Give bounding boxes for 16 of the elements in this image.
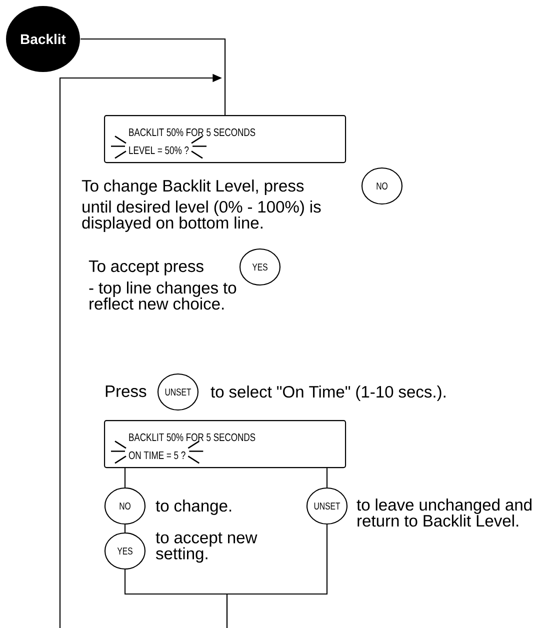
button-caption: to accept new setting. <box>156 532 258 563</box>
instruction-text: to select "On Time" (1-10 secs.). <box>210 386 446 401</box>
instruction-text: until desired level (0% - 100%) is displayed on bottom line. <box>82 200 321 232</box>
instruction-text: Press <box>106 386 146 398</box>
lcd-display: BACKLIT 50% FOR 5 SECONDS LEVEL = 50% ? <box>104 115 346 164</box>
instruction-text: To accept press <box>88 260 204 276</box>
connector-line <box>80 38 226 115</box>
instruction-text: To change Backlit Level, press <box>82 180 304 195</box>
connector-line <box>124 468 126 488</box>
connector-line <box>124 524 126 532</box>
instruction-text: - top line changes to reflect new choice. <box>89 282 236 310</box>
connector-line <box>326 468 328 488</box>
lcd-display: BACKLIT 50% FOR 5 SECONDS ON TIME = 5 ? <box>104 420 346 468</box>
button-caption: to leave unchanged and return to Backlit Level. <box>356 498 532 527</box>
button-caption: to change. <box>156 500 232 515</box>
connector-line <box>226 524 328 628</box>
